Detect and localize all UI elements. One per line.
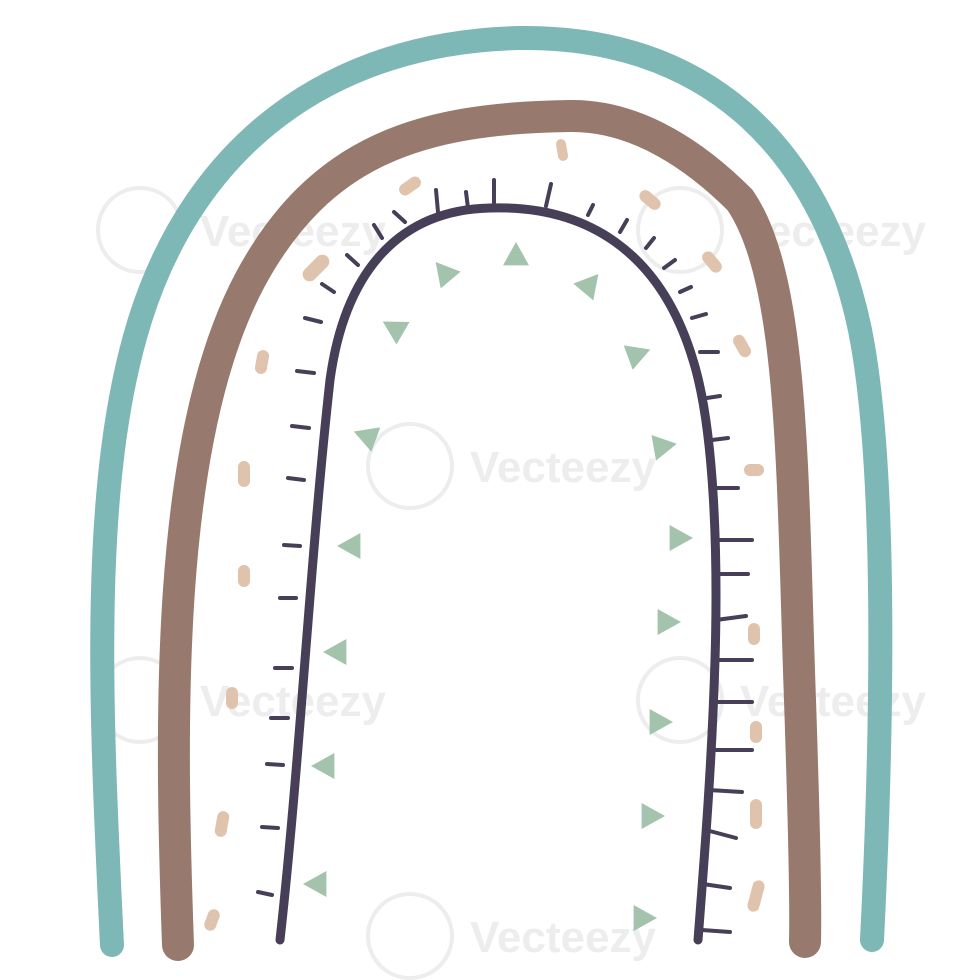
tick-mark <box>701 882 732 890</box>
inner-arch <box>275 203 721 945</box>
tick-mark <box>586 203 595 217</box>
tick-mark <box>464 190 470 210</box>
watermark: Vecteezy <box>96 186 386 274</box>
tick-mark <box>260 825 280 830</box>
tick-mark <box>434 188 440 214</box>
dot <box>238 565 250 587</box>
tick-mark <box>320 282 336 294</box>
dot <box>639 190 661 210</box>
triangle <box>641 803 665 829</box>
svg-text:Vecteezy: Vecteezy <box>470 913 656 962</box>
dot <box>702 251 722 273</box>
dot <box>747 880 765 912</box>
svg-text:Vecteezy: Vecteezy <box>470 443 656 492</box>
inner-arch-ticks <box>256 178 754 934</box>
triangle <box>623 345 651 370</box>
tick-mark <box>618 218 629 234</box>
tick-mark <box>295 369 316 375</box>
dot <box>750 721 762 743</box>
tick-mark <box>256 890 274 897</box>
tick-mark <box>303 316 323 324</box>
tick-mark <box>662 258 677 270</box>
triangle <box>353 427 381 452</box>
watermark: Vecteezy <box>366 422 656 510</box>
dot <box>214 811 230 837</box>
tick-mark <box>286 476 306 482</box>
tick-mark <box>265 762 285 767</box>
tick-mark <box>544 182 553 208</box>
dot <box>748 623 760 645</box>
dot <box>226 687 238 709</box>
tick-mark <box>392 210 407 224</box>
dot <box>744 464 764 476</box>
tick-mark <box>372 223 384 240</box>
dot <box>302 254 330 282</box>
triangle <box>657 609 681 635</box>
triangle <box>649 709 673 735</box>
tick-mark <box>345 253 360 267</box>
middle-arch <box>157 99 822 961</box>
dot <box>733 334 751 358</box>
tick-mark <box>704 828 738 840</box>
tick-mark <box>678 285 693 294</box>
watermark: Vecteezy <box>96 656 386 744</box>
triangle <box>573 274 599 301</box>
triangle <box>337 533 361 559</box>
tick-mark <box>644 236 656 250</box>
tick-mark <box>707 788 744 794</box>
tick-mark <box>290 424 311 430</box>
tick-mark <box>700 928 732 934</box>
triangle <box>633 905 657 931</box>
dot <box>555 139 569 161</box>
dot <box>238 461 250 487</box>
tick-mark <box>714 614 748 622</box>
svg-text:Vecteezy: Vecteezy <box>740 677 926 726</box>
dot <box>254 350 270 374</box>
tick-mark <box>705 394 722 400</box>
tick-mark <box>282 543 302 548</box>
triangle <box>382 321 410 345</box>
triangle <box>669 525 693 551</box>
triangle <box>311 753 335 779</box>
watermark-layer: Vecteezy Vecteezy Vecteezy Vecteezy Vect… <box>96 186 926 980</box>
watermark: Vecteezy <box>366 892 656 980</box>
triangle <box>323 639 347 665</box>
tick-mark <box>690 312 708 320</box>
dot <box>204 909 220 931</box>
dot-pattern <box>204 139 765 931</box>
watermark: Vecteezy <box>636 656 926 744</box>
tick-mark <box>710 436 730 442</box>
triangle <box>503 242 529 266</box>
triangle <box>651 435 677 461</box>
triangle-pattern <box>303 242 693 931</box>
triangle <box>303 871 327 897</box>
triangle <box>435 262 461 289</box>
dot <box>750 799 762 829</box>
dot <box>399 176 421 196</box>
outer-arch <box>90 25 893 957</box>
